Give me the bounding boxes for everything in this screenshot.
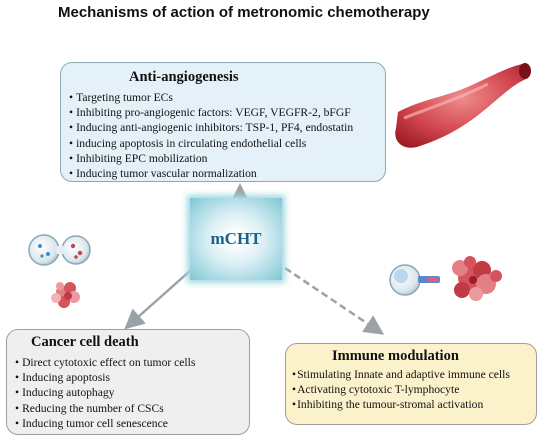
list-item: Direct cytotoxic effect on tumor cells <box>15 355 241 370</box>
tumor-cluster-icon <box>51 282 80 308</box>
cancer-cell-death-box: Cancer cell death Direct cytotoxic effec… <box>6 329 250 435</box>
arrow-to-cancer-cell-death <box>124 261 201 330</box>
list-item: Inducing autophagy <box>15 385 241 400</box>
anti-angiogenesis-heading: Anti-angiogenesis <box>129 69 239 85</box>
list-item: Inhibiting EPC mobilization <box>69 151 377 166</box>
diagram-title: Mechanisms of action of metronomic chemo… <box>58 4 430 21</box>
list-item: Stimulating Innate and adaptive immune c… <box>292 367 530 382</box>
list-item: Activating cytotoxic T-lymphocyte <box>292 382 530 397</box>
immune-modulation-heading: Immune modulation <box>332 348 459 364</box>
list-item: Reducing the number of CSCs <box>15 401 241 416</box>
anti-angiogenesis-box: Anti-angiogenesis Targeting tumor ECs In… <box>60 62 386 182</box>
arrow-to-immune-modulation <box>275 260 385 335</box>
list-item: Inducing tumor cell senescence <box>15 416 241 431</box>
list-item: Inducing apoptosis <box>15 370 241 385</box>
list-item: Inhibiting the tumour-stromal activation <box>292 397 530 412</box>
cancer-cell-death-heading: Cancer cell death <box>31 334 139 350</box>
immune-modulation-list: Stimulating Innate and adaptive immune c… <box>292 367 530 413</box>
t-cell-icon <box>389 264 440 296</box>
dividing-cell-icon <box>28 234 91 266</box>
anti-angiogenesis-list: Targeting tumor ECs Inhibiting pro-angio… <box>69 90 377 181</box>
mcht-label: mCHT <box>210 229 262 248</box>
list-item: Inhibiting pro-angiogenic factors: VEGF,… <box>69 105 377 120</box>
blood-vessel-icon <box>395 63 531 148</box>
list-item: inducing apoptosis in circulating endoth… <box>69 136 377 151</box>
tumor-cell-icon <box>452 256 502 301</box>
list-item: Inducing anti-angiogenic inhibitors: TSP… <box>69 120 377 135</box>
immune-modulation-box: Immune modulation Stimulating Innate and… <box>285 343 537 425</box>
list-item: Inducing tumor vascular normalization <box>69 166 377 181</box>
list-item: Targeting tumor ECs <box>69 90 377 105</box>
cancer-cell-death-list: Direct cytotoxic effect on tumor cells I… <box>15 355 241 431</box>
mcht-center-node: mCHT <box>190 198 282 280</box>
